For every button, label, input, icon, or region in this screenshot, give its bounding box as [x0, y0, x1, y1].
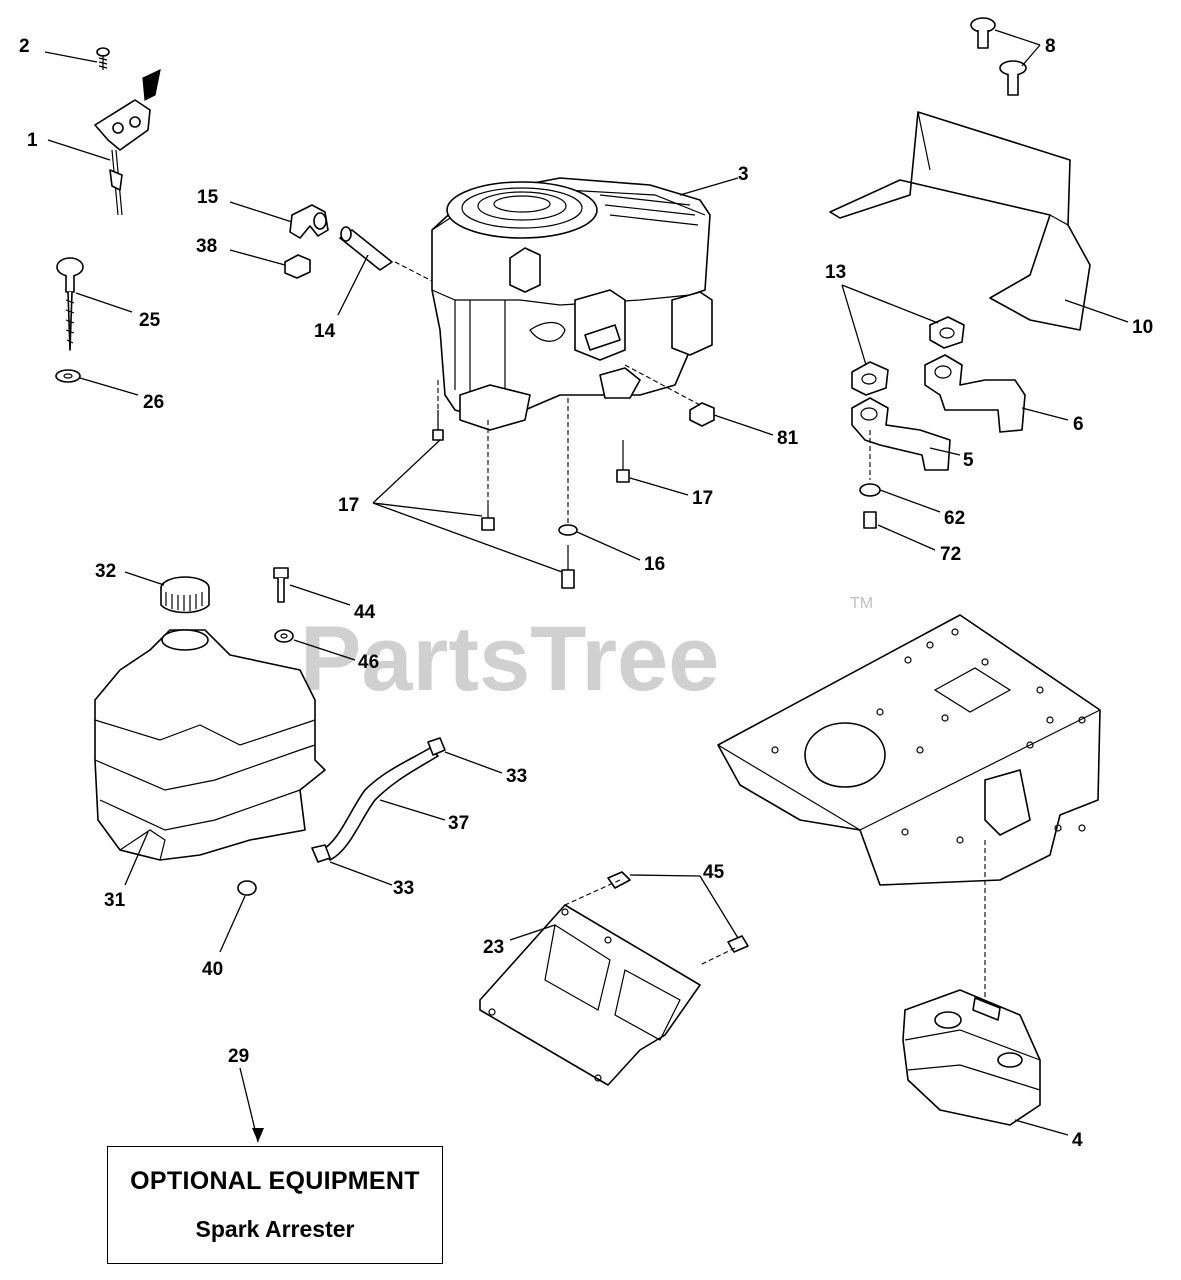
part-3-engine[interactable] — [431, 177, 713, 431]
part-13-gasket-a[interactable] — [851, 361, 889, 396]
callout-62: 62 — [944, 508, 965, 529]
callout-17-left: 17 — [338, 495, 359, 516]
callout-labels: 2 1 3 15 38 14 25 26 8 10 13 6 5 62 72 8… — [19, 36, 1153, 1151]
watermark-text: PartsTree — [300, 608, 719, 710]
part-46-washer[interactable] — [274, 629, 294, 643]
callout-33-lower: 33 — [393, 878, 414, 899]
part-32-fuel-cap[interactable] — [160, 576, 210, 614]
callout-25: 25 — [139, 310, 161, 331]
watermark-trademark: TM — [850, 595, 873, 612]
part-62-washer[interactable] — [859, 483, 881, 497]
callout-1: 1 — [27, 130, 38, 151]
callout-13: 13 — [825, 262, 846, 283]
part-81-nut[interactable] — [689, 402, 715, 427]
part-38-nut[interactable] — [284, 254, 311, 279]
part-13-gasket-b[interactable] — [929, 316, 965, 349]
callout-2: 2 — [19, 36, 30, 57]
part-15-elbow-fitting[interactable] — [289, 204, 329, 239]
part-17-bolt-b[interactable] — [481, 505, 495, 531]
part-10-heat-shield[interactable] — [829, 111, 1091, 331]
leader-lines — [44, 29, 1129, 1143]
part-40-grommet[interactable] — [237, 880, 257, 896]
part-16-washer[interactable] — [558, 524, 578, 536]
part-37-fuel-line[interactable] — [321, 747, 439, 861]
callout-14: 14 — [314, 321, 336, 342]
part-17-bolt-c[interactable] — [561, 545, 575, 589]
part-5-exhaust-pipe[interactable] — [851, 397, 951, 471]
part-8-bolt-a[interactable] — [970, 17, 996, 49]
callout-81: 81 — [777, 428, 799, 449]
callout-31: 31 — [104, 890, 126, 911]
part-23-shield-plate[interactable] — [479, 904, 701, 1086]
optional-equipment-title: OPTIONAL EQUIPMENT — [130, 1167, 420, 1195]
callout-45: 45 — [703, 862, 725, 883]
part-26-washer[interactable] — [55, 369, 81, 383]
part-72-screw[interactable] — [863, 511, 877, 529]
callout-6: 6 — [1073, 414, 1084, 435]
callout-4: 4 — [1072, 1130, 1083, 1151]
callout-46: 46 — [358, 652, 379, 673]
part-31-fuel-tank[interactable] — [94, 629, 326, 861]
part-25-dipstick[interactable] — [56, 257, 84, 351]
callout-38: 38 — [196, 236, 217, 257]
spark-arrester-label: Spark Arrester — [195, 1216, 355, 1242]
part-4-muffler[interactable] — [902, 989, 1041, 1126]
callout-3: 3 — [738, 164, 749, 185]
part-44-screw[interactable] — [273, 567, 289, 603]
callout-44: 44 — [354, 602, 376, 623]
part-17-bolt-right[interactable] — [616, 440, 630, 483]
part-6-exhaust-pipe[interactable] — [924, 354, 1026, 433]
optional-equipment-box: OPTIONAL EQUIPMENT Spark Arrester — [107, 1146, 443, 1264]
callout-32: 32 — [95, 561, 116, 582]
callout-10: 10 — [1132, 317, 1153, 338]
part-14-tube[interactable] — [339, 226, 393, 271]
part-2-screw[interactable] — [96, 47, 110, 70]
callout-17-right: 17 — [692, 488, 713, 509]
callout-72: 72 — [940, 544, 961, 565]
callout-37: 37 — [448, 813, 469, 834]
callout-8: 8 — [1045, 36, 1056, 57]
part-8-bolt-b[interactable] — [999, 60, 1027, 96]
callout-5: 5 — [963, 450, 974, 471]
callout-29: 29 — [228, 1046, 249, 1067]
part-1-throttle-control[interactable] — [94, 68, 161, 216]
part-33-clamp-upper[interactable] — [427, 737, 446, 756]
callout-16: 16 — [644, 554, 665, 575]
callout-15: 15 — [197, 187, 219, 208]
callout-23: 23 — [483, 937, 504, 958]
engine-mounting-plate — [717, 614, 1101, 886]
part-17-bolt-a[interactable] — [432, 410, 444, 441]
part-33-clamp-lower[interactable] — [311, 844, 331, 863]
callout-33-upper: 33 — [506, 766, 527, 787]
callout-40: 40 — [202, 959, 223, 980]
callout-26: 26 — [143, 392, 164, 413]
